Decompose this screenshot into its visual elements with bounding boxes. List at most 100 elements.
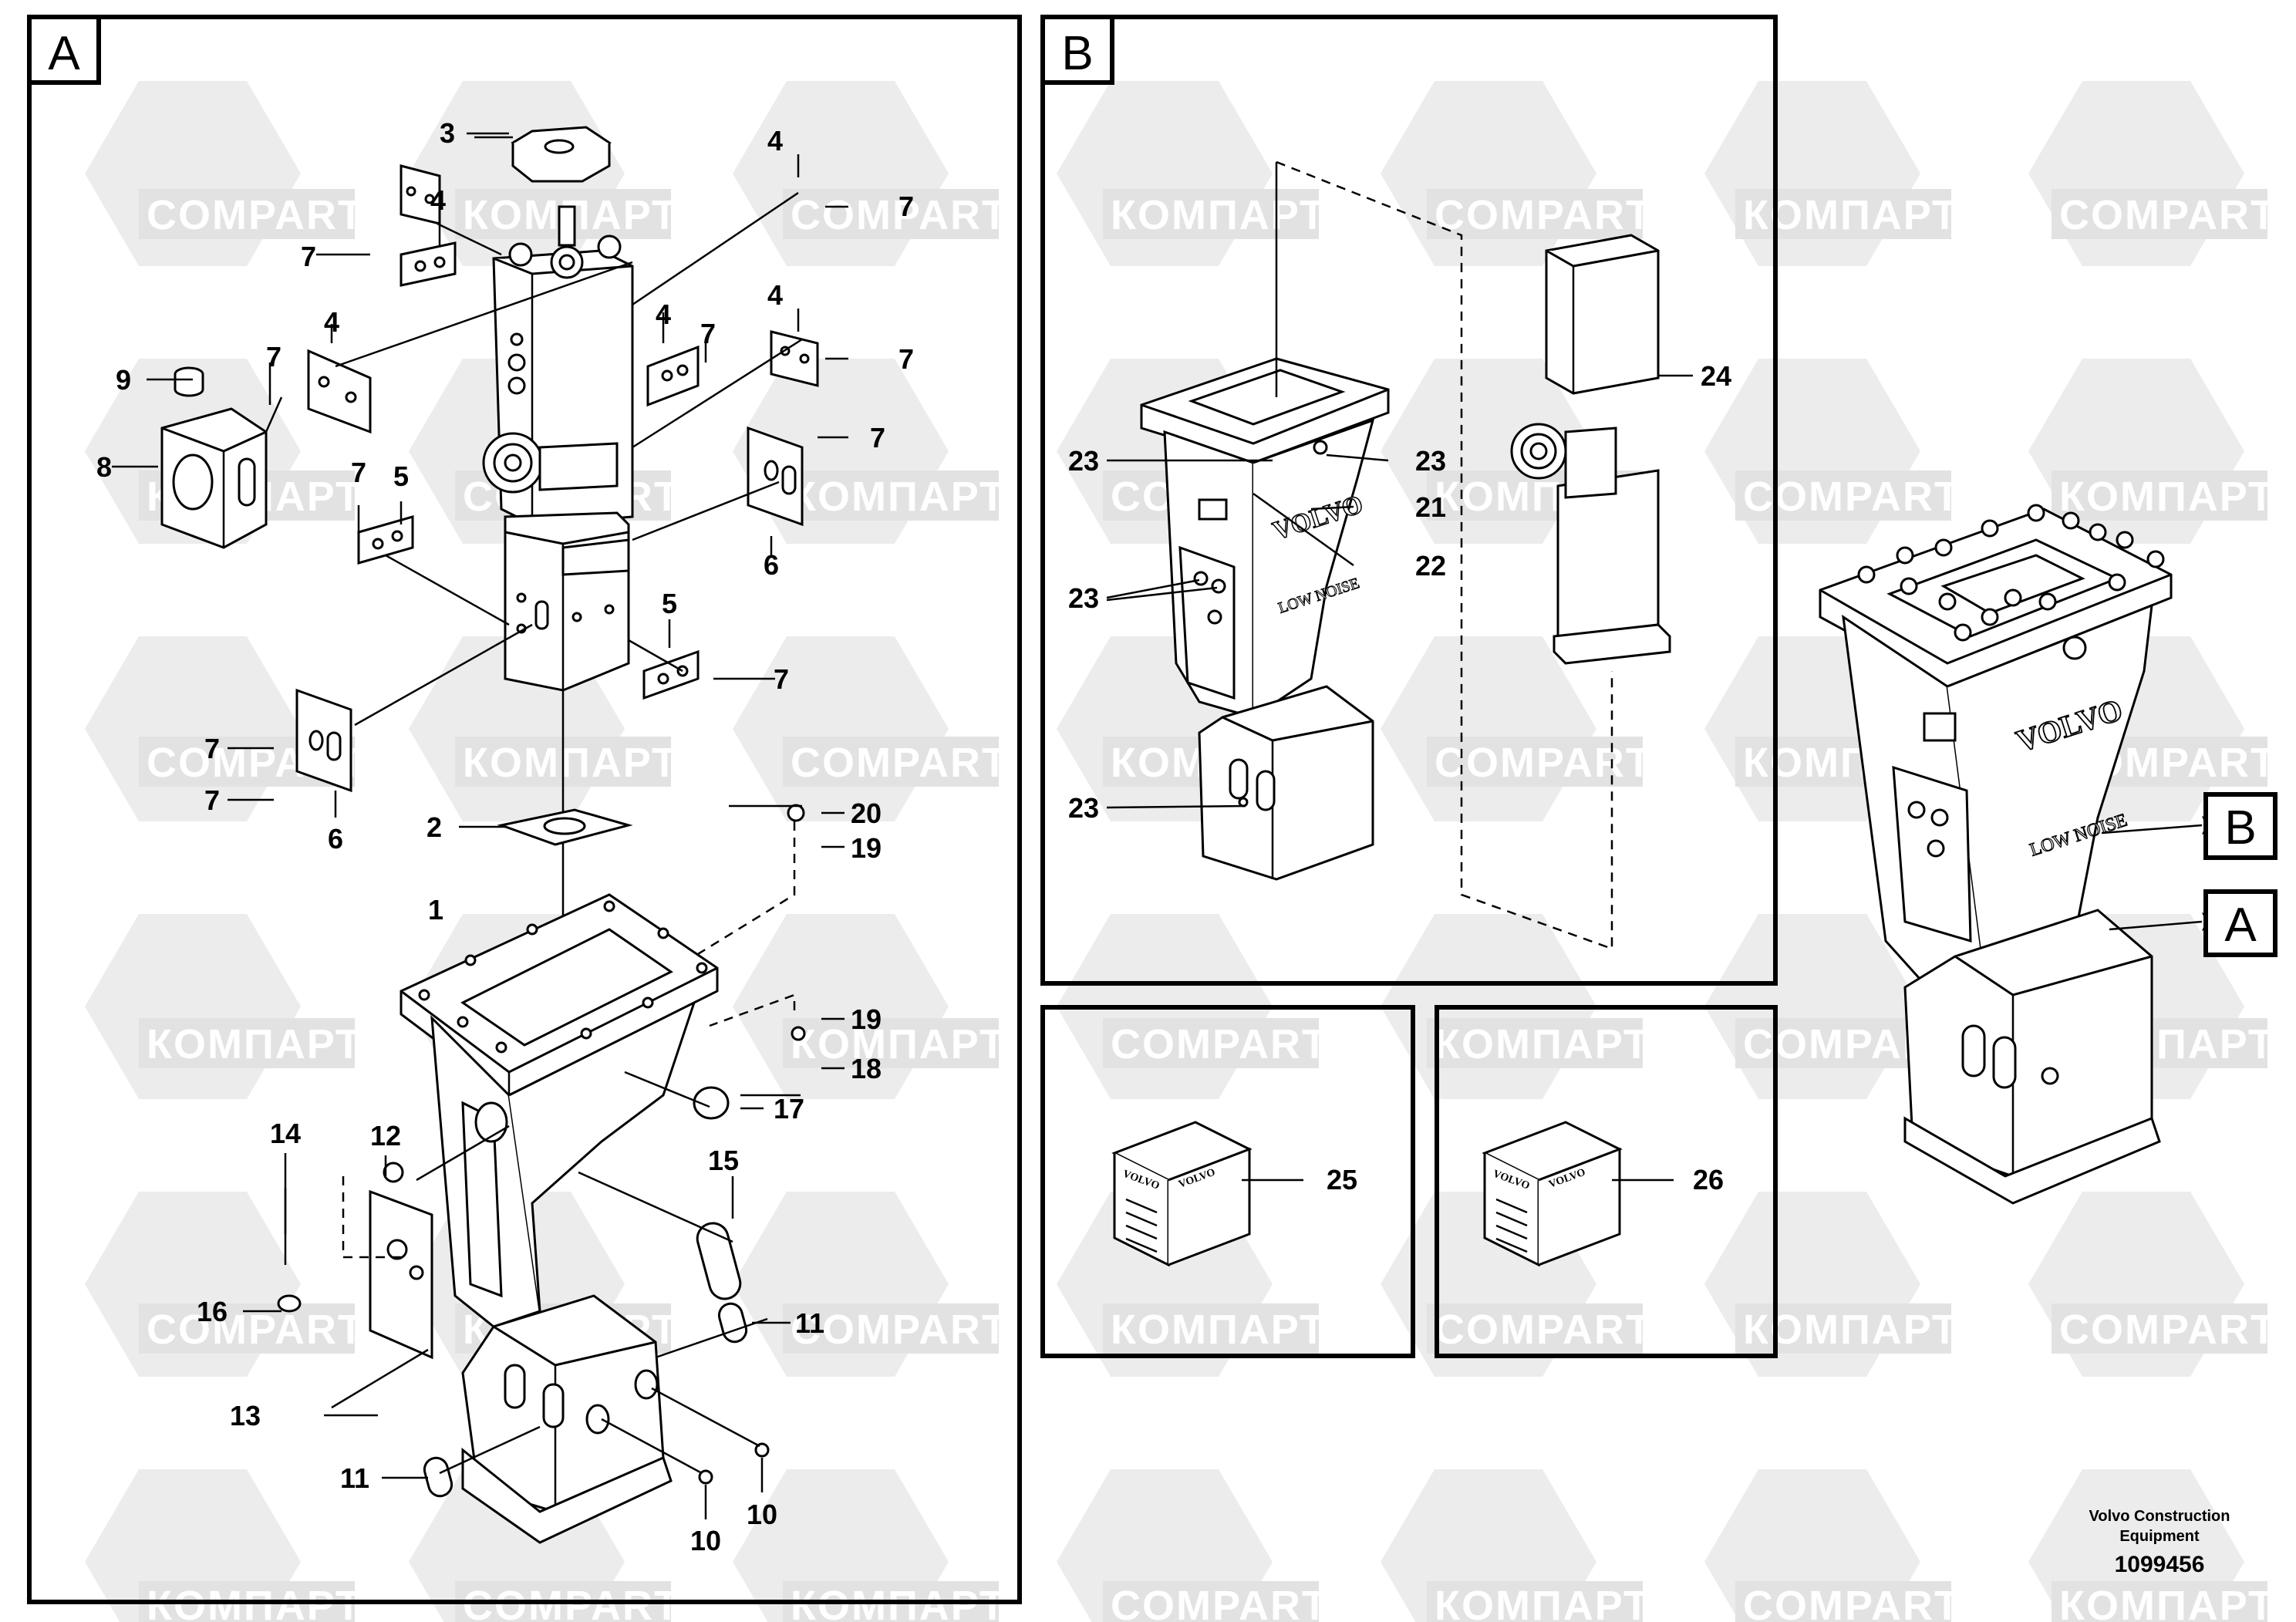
panel-tag-a: A <box>27 15 101 85</box>
callout-7: 7 <box>700 318 716 349</box>
watermark-text: КОМПАРТ <box>1111 1307 1327 1353</box>
callout-5: 5 <box>393 460 409 492</box>
callout-18: 18 <box>851 1053 882 1084</box>
callout-11: 11 <box>340 1462 369 1494</box>
panel-a-dashed-leaders <box>342 821 796 1259</box>
gasket-part <box>497 808 633 846</box>
callout-1: 1 <box>428 894 443 926</box>
callout-23: 23 <box>1068 582 1099 614</box>
watermark-text: COMPART <box>147 1307 365 1353</box>
watermark-text: COMPART <box>791 1307 1009 1353</box>
callout-7: 7 <box>266 341 282 373</box>
overview-callout-b: B <box>2224 801 2256 855</box>
callout-23: 23 <box>1068 792 1099 824</box>
valve-body <box>482 205 634 526</box>
callout-6: 6 <box>764 549 779 581</box>
plate-part <box>307 164 819 434</box>
watermark-text: COMPART <box>791 192 1009 238</box>
callout-5: 5 <box>662 588 677 619</box>
decal-kit-25: VOLVO VOLVO 25 <box>1111 1121 1357 1267</box>
callout-15: 15 <box>708 1145 739 1176</box>
watermark-text: COMPART <box>1435 192 1653 238</box>
callout-20: 20 <box>851 798 882 829</box>
panel-b-callouts: 23 23 21 22 23 23 24 <box>1068 360 1731 824</box>
callout-11: 11 <box>795 1307 824 1339</box>
callout-10: 10 <box>747 1499 777 1530</box>
panel-frames <box>27 15 1778 1604</box>
decal-kit-26: VOLVO VOLVO 26 <box>1482 1121 1724 1267</box>
callout-7: 7 <box>351 457 366 488</box>
callout-4: 4 <box>656 298 671 330</box>
watermark-text: КОМПАРТ <box>463 740 679 786</box>
watermark-text: КОМПАРТ <box>1743 1307 1959 1353</box>
watermark-text: КОМПАРТ <box>1743 192 1959 238</box>
watermark-text: COMPART <box>1743 474 1961 520</box>
callout-19: 19 <box>851 832 882 864</box>
callout-6: 6 <box>328 823 343 855</box>
watermark-text: COMPART <box>147 192 365 238</box>
panel-c-frame <box>1040 1005 1415 1358</box>
overview-assembly: VOLVO LOW NOISE B A <box>1819 504 2277 1205</box>
panel-b-frame <box>1040 15 1778 986</box>
callout-7: 7 <box>204 784 220 816</box>
callout-24: 24 <box>1701 360 1731 392</box>
callout-8: 8 <box>96 451 112 483</box>
watermark-text: КОМПАРТ <box>1435 1021 1650 1067</box>
panel-b-decal-view: VOLVO LOW NOISE <box>1106 160 1693 950</box>
watermark-text: КОМПАРТ <box>2059 474 2275 520</box>
panel-a-leaders <box>112 136 803 1475</box>
callout-26: 26 <box>1693 1164 1724 1195</box>
callout-7: 7 <box>899 343 914 375</box>
panel-a-callouts: 3 4 4 4 4 4 5 5 6 6 7 7 7 7 7 7 7 7 7 7 … <box>96 117 914 1556</box>
callout-22: 22 <box>1415 550 1446 582</box>
callout-2: 2 <box>426 811 442 843</box>
callout-3: 3 <box>440 117 455 149</box>
callout-16: 16 <box>197 1296 228 1327</box>
plug-part <box>174 366 204 397</box>
panel-d-frame <box>1435 1005 1778 1358</box>
seal-parts <box>277 804 806 1498</box>
callout-17: 17 <box>774 1093 804 1125</box>
callout-7: 7 <box>301 241 316 272</box>
callout-10: 10 <box>690 1525 721 1556</box>
cover-plate-part <box>369 1189 433 1360</box>
callout-4: 4 <box>767 125 783 157</box>
callout-23: 23 <box>1415 445 1446 477</box>
watermark-text: COMPART <box>2059 1307 2277 1353</box>
watermark-text: КОМПАРТ <box>791 1021 1006 1067</box>
callout-7: 7 <box>204 733 220 764</box>
callout-7: 7 <box>774 663 789 695</box>
watermark-text: COMPART <box>2059 192 2277 238</box>
callout-25: 25 <box>1327 1164 1357 1195</box>
watermark-text: COMPART <box>791 740 1009 786</box>
watermark-text: КОМПАРТ <box>1111 192 1327 238</box>
callout-7: 7 <box>870 422 885 454</box>
overview-callout-a: A <box>2224 899 2257 952</box>
watermark-text: КОМПАРТ <box>2059 1583 2275 1622</box>
company-name-line2: Equipment <box>2119 1528 2200 1545</box>
watermark-text: КОМПАРТ <box>1435 1583 1650 1622</box>
callout-4: 4 <box>767 279 783 311</box>
panel-a-label: A <box>48 27 80 80</box>
panel-b-label: B <box>1061 27 1093 80</box>
drawing-footer: Volvo Construction Equipment 1099456 <box>2089 1508 2230 1577</box>
watermark-text: COMPART <box>1111 1021 1329 1067</box>
watermark-text: COMPART <box>1743 1583 1961 1622</box>
panel-a-frame <box>27 15 1022 1604</box>
callout-7: 7 <box>899 191 914 222</box>
drawing-number: 1099456 <box>2115 1552 2205 1577</box>
watermark-text: КОМПАРТ <box>791 474 1006 520</box>
company-name-line1: Volvo Construction <box>2089 1508 2230 1525</box>
main-housing <box>400 893 719 1544</box>
watermark-text: COMPART <box>1435 740 1653 786</box>
watermark-text: КОМПАРТ <box>147 1021 362 1067</box>
watermark-text: COMPART <box>1435 1307 1653 1353</box>
clamp-plate-part <box>357 515 700 700</box>
callout-14: 14 <box>270 1118 301 1149</box>
callout-13: 13 <box>230 1400 261 1431</box>
callout-9: 9 <box>116 364 131 396</box>
port-plate-part <box>295 426 804 793</box>
panel-a-callout-leaders <box>228 132 848 1519</box>
panel-tag-b: B <box>1040 15 1114 85</box>
